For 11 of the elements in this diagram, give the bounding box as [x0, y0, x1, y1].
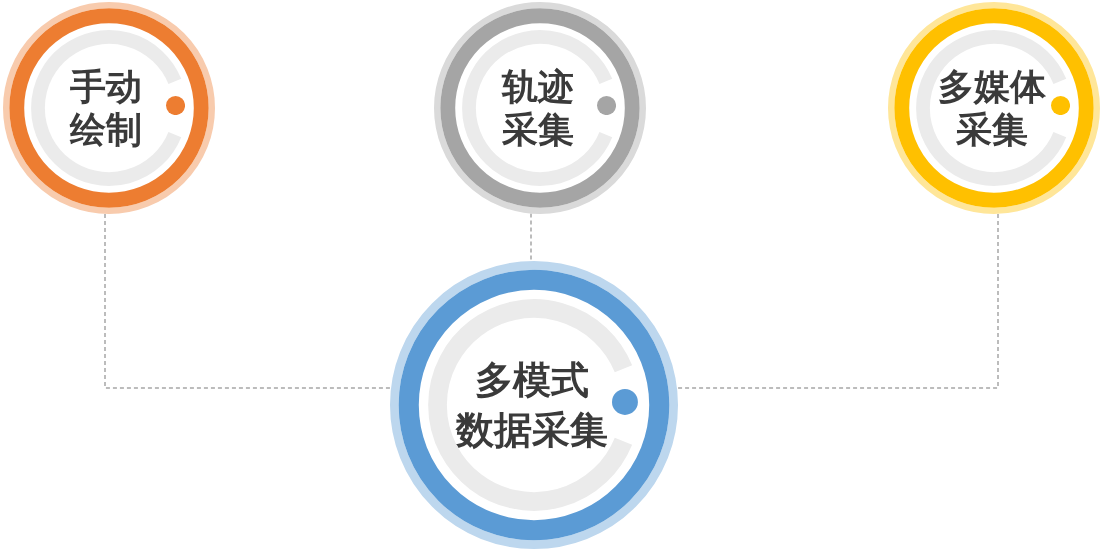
node-label: 手动绘制 — [70, 65, 142, 151]
node-label: 多模式数据采集 — [456, 357, 608, 454]
ring-node — [3, 2, 215, 214]
connector-line — [676, 213, 999, 389]
node-label: 轨迹采集 — [502, 65, 574, 151]
ring-node — [434, 2, 646, 214]
ring-node — [888, 2, 1100, 214]
connector-line — [104, 213, 392, 389]
ring-node — [390, 261, 678, 549]
connector-line — [530, 212, 532, 262]
node-label: 多媒体采集 — [938, 65, 1046, 151]
